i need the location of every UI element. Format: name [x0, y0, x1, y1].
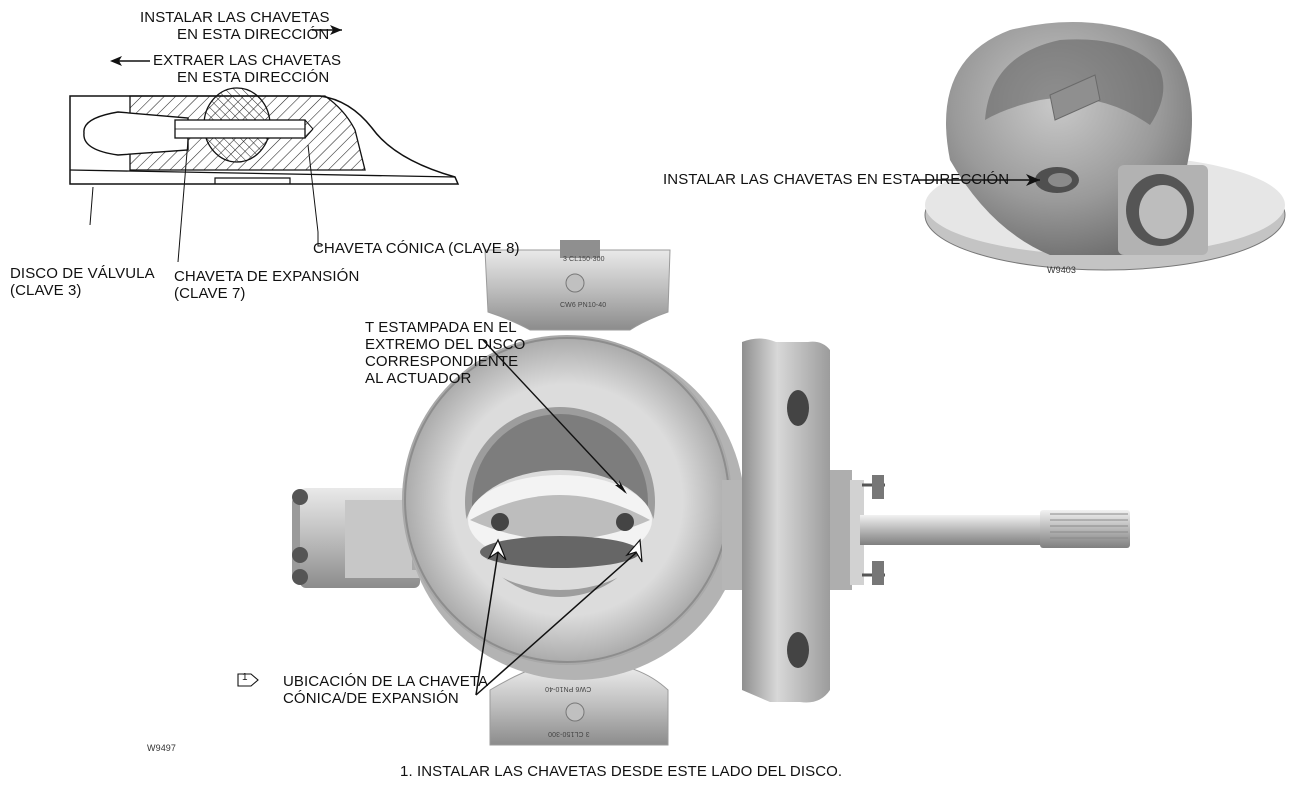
body-marking-bottom-1: CW6 PN10-40: [545, 685, 592, 692]
body-marking-bottom-2: 3 CL150-300: [548, 730, 590, 737]
disc-label: DISCO DE VÁLVULA (CLAVE 3): [10, 265, 155, 299]
body-marking-bottom: CW6 PN10-40: [545, 684, 591, 693]
body-marking-top-1: 3 CL150-300: [563, 256, 605, 263]
extract-direction-line-2: EN ESTA DIRECCIÓN: [177, 69, 330, 86]
taper-pin-label: CHAVETA CÓNICA (CLAVE 8): [313, 240, 520, 257]
install-direction-label: INSTALAR LAS CHAVETAS EN ESTA DIRECCIÓN: [140, 9, 330, 43]
valve-photo-figure-code: W9497: [147, 743, 177, 753]
disc-photo: [915, 22, 1286, 271]
disc-label-line-1: DISCO DE VÁLVULA: [10, 265, 155, 282]
t-stamp-callout: T ESTAMPADA EN EL EXTREMO DEL DISCO CORR…: [365, 319, 525, 387]
install-direction-line-2: EN ESTA DIRECCIÓN: [177, 26, 330, 43]
disc-photo-callout: INSTALAR LAS CHAVETAS EN ESTA DIRECCIÓN: [663, 171, 1010, 188]
t-stamp-line-1: T ESTAMPADA EN EL: [365, 319, 517, 336]
body-marking-top: 3 CL150-300: [563, 255, 605, 264]
extract-direction-label: EXTRAER LAS CHAVETAS EN ESTA DIRECCIÓN: [153, 52, 341, 86]
disc-label-line-2: (CLAVE 3): [10, 282, 82, 299]
section-diagram: [69, 25, 460, 263]
expansion-pin-line-2: (CLAVE 7): [174, 285, 246, 302]
extract-direction-line-1: EXTRAER LAS CHAVETAS: [153, 52, 342, 69]
t-stamp-line-3: CORRESPONDIENTE: [365, 353, 519, 370]
pin-location-line-2: CÓNICA/DE EXPANSIÓN: [283, 690, 459, 707]
pin-location-callout: UBICACIÓN DE LA CHAVETA CÓNICA/DE EXPANS…: [283, 673, 488, 707]
t-stamp-line-4: AL ACTUADOR: [365, 370, 472, 387]
expansion-pin-line-1: CHAVETA DE EXPANSIÓN: [174, 268, 360, 285]
valve-photo: [292, 240, 1130, 746]
footnote: 1. INSTALAR LAS CHAVETAS DESDE ESTE LADO…: [400, 763, 843, 780]
note-marker-shape: [237, 673, 259, 687]
note-marker-number: 1: [242, 672, 248, 683]
disc-photo-figure-code: W9403: [1047, 265, 1077, 275]
install-direction-line-1: INSTALAR LAS CHAVETAS: [140, 9, 330, 26]
body-marking-bottom-b: 3 CL150-300: [548, 729, 590, 738]
pin-location-line-1: UBICACIÓN DE LA CHAVETA: [283, 673, 489, 690]
body-marking-top-b: CW6 PN10-40: [560, 301, 606, 310]
expansion-pin-label: CHAVETA DE EXPANSIÓN (CLAVE 7): [174, 268, 359, 302]
body-marking-top-2: CW6 PN10-40: [560, 302, 607, 309]
t-stamp-line-2: EXTREMO DEL DISCO: [365, 336, 526, 353]
